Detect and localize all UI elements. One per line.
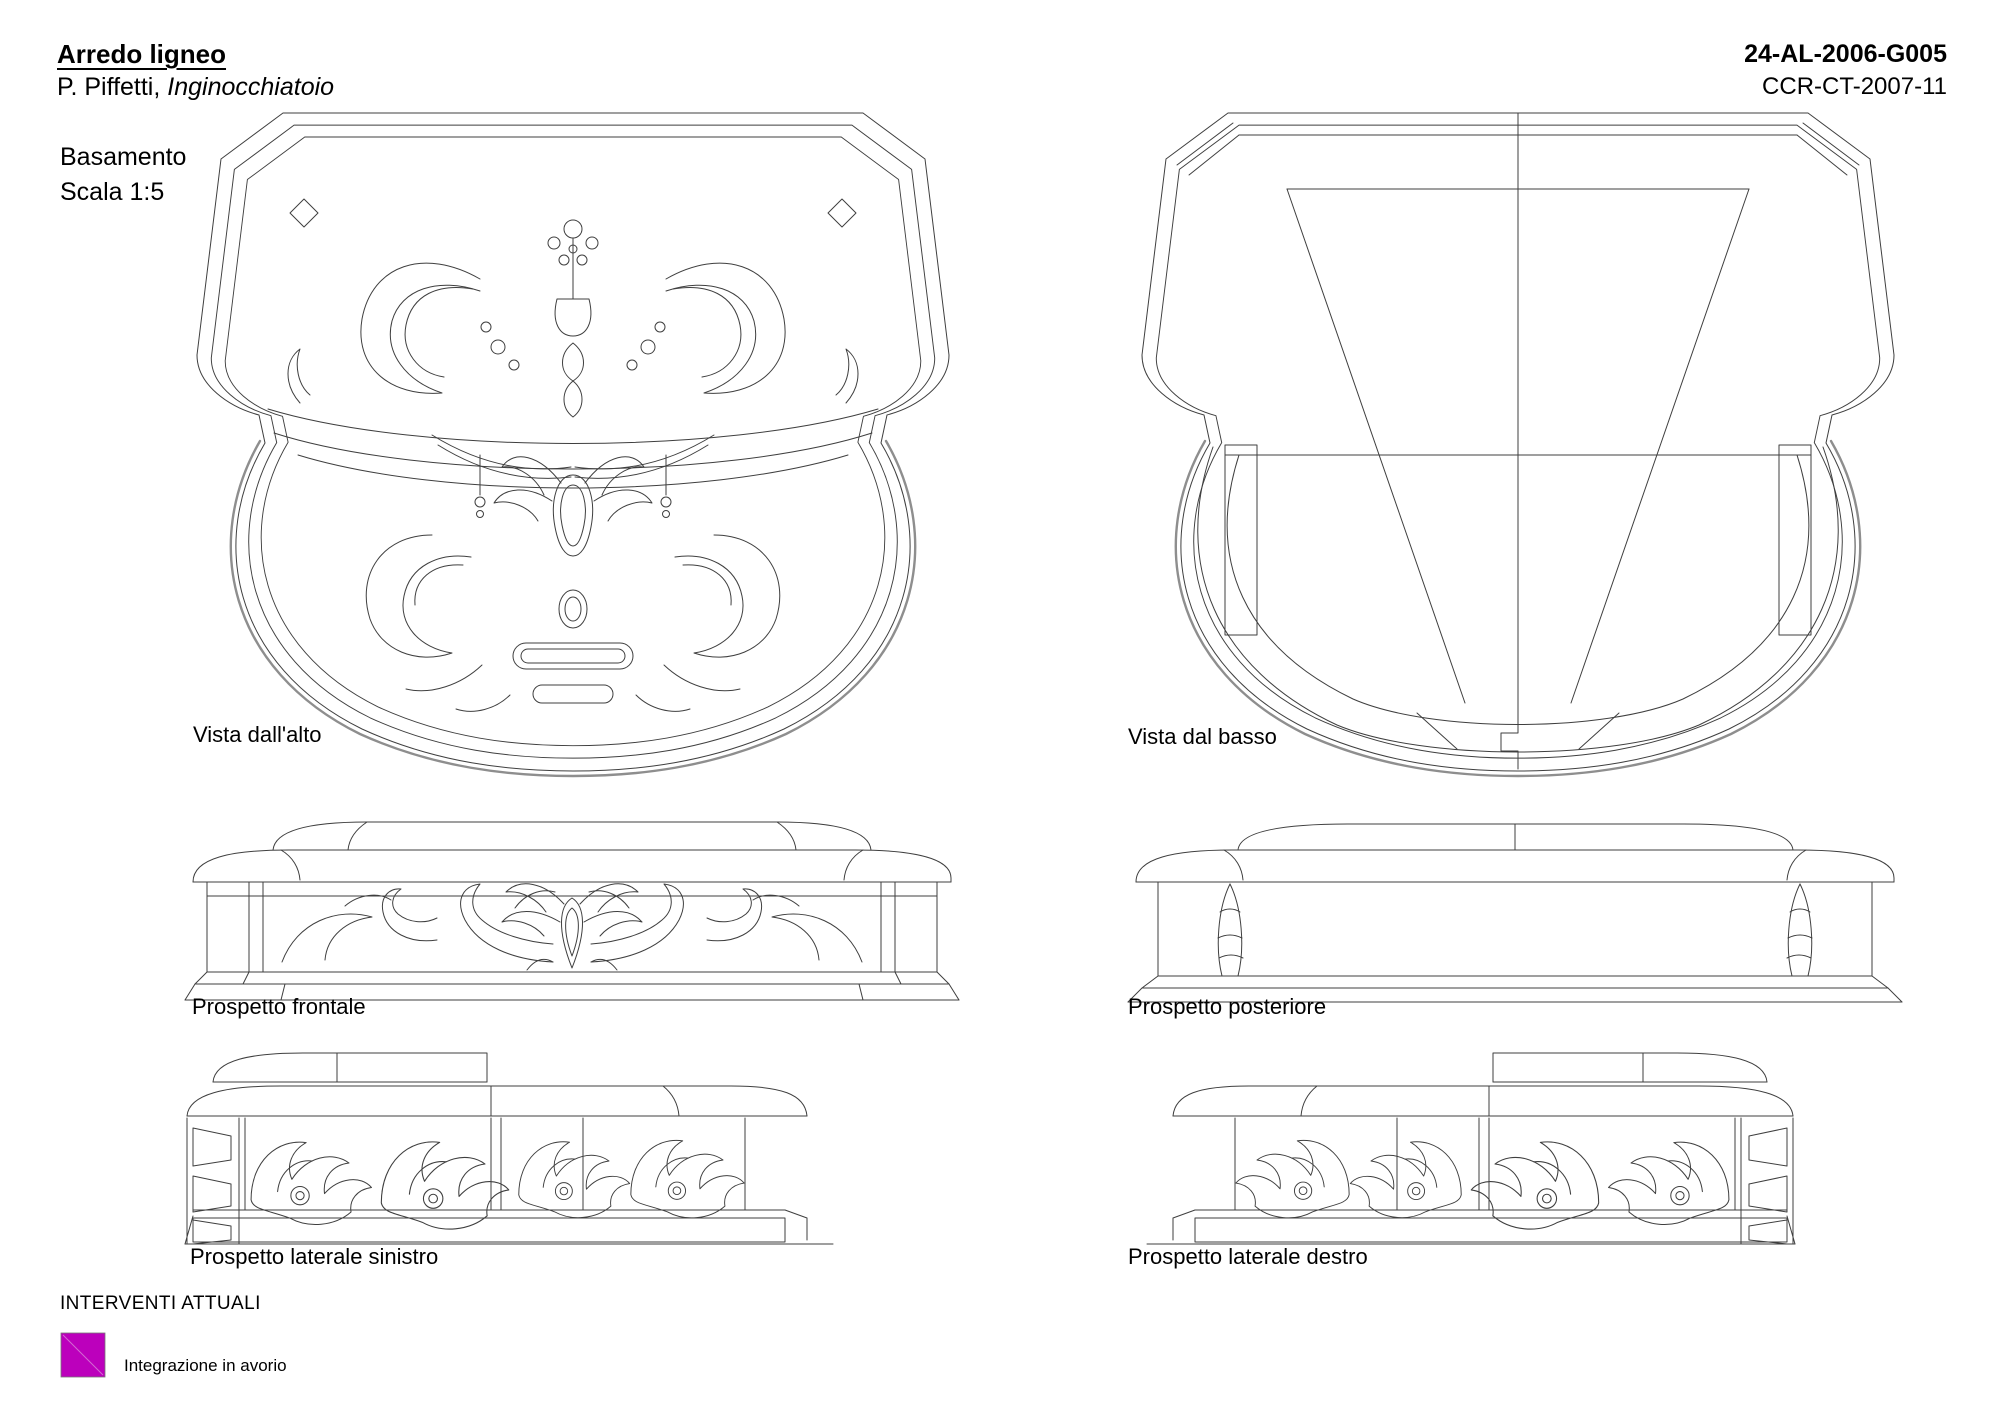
intervention-mark	[719, 670, 737, 683]
caption-prospetto-laterale-sinistro: Prospetto laterale sinistro	[190, 1244, 439, 1269]
prospetto-frontale-drawing	[184, 821, 960, 1001]
caption-vista-dal-basso: Vista dal basso	[1128, 724, 1277, 749]
doc-ref: CCR-CT-2007-11	[1762, 72, 1947, 100]
vista-dall-alto-drawing	[196, 112, 950, 778]
caption-prospetto-frontale: Prospetto frontale	[192, 994, 366, 1019]
header-left: Arredo ligneo P. Piffetti, Inginocchiato…	[57, 38, 334, 103]
page-title: Arredo ligneo	[57, 39, 227, 69]
legend-swatch	[60, 1332, 106, 1378]
intervention-mark	[393, 1198, 414, 1224]
work-title: Inginocchiatoio	[167, 72, 335, 101]
swatch-hatch	[62, 1334, 104, 1376]
subject-block: Basamento Scala 1:5	[60, 140, 186, 209]
prospetto-laterale-sinistro-drawing	[184, 1052, 834, 1245]
legend-title: INTERVENTI ATTUALI	[60, 1293, 261, 1314]
caption-prospetto-laterale-destro: Prospetto laterale destro	[1128, 1244, 1368, 1269]
prospetto-laterale-destro-drawing	[1125, 1048, 1795, 1253]
subject-scale: Scala 1:5	[60, 177, 165, 206]
header-right: 24-AL-2006-G005 CCR-CT-2007-11	[1744, 38, 1947, 102]
intervention-mark	[278, 848, 371, 857]
author-prefix: P. Piffetti,	[57, 72, 168, 101]
prospetto-posteriore-drawing	[1127, 823, 1903, 1003]
subject-name: Basamento	[60, 143, 187, 171]
doc-code: 24-AL-2006-G005	[1744, 40, 1947, 68]
vista-dal-basso-drawing	[1141, 112, 1895, 778]
central-ornament	[512, 219, 634, 704]
intervention-mark	[617, 1090, 777, 1100]
caption-vista-dall-alto: Vista dall'alto	[193, 722, 322, 747]
caption-prospetto-posteriore: Prospetto posteriore	[1128, 994, 1327, 1019]
author-line: P. Piffetti, Inginocchiatoio	[57, 71, 334, 104]
legend-item-label: Integrazione in avorio	[124, 1356, 287, 1375]
